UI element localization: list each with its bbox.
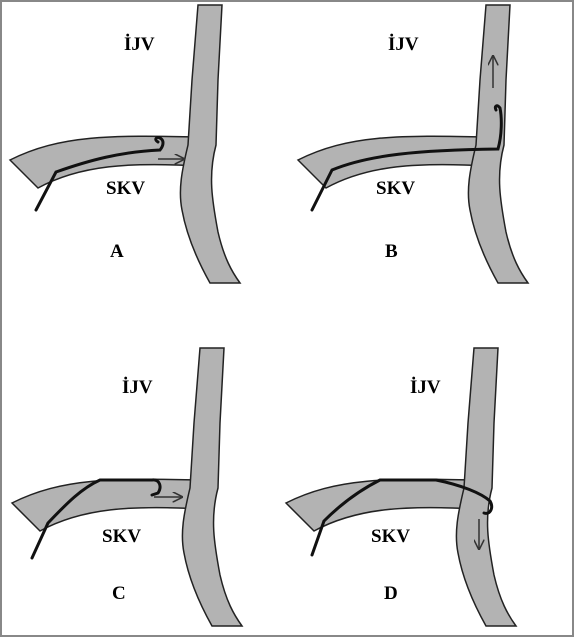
ijv-label: İJV (124, 34, 155, 55)
ijv-label: İJV (122, 377, 153, 398)
skv-label: SKV (106, 178, 145, 199)
skv-label: SKV (102, 526, 141, 547)
skv-label: SKV (376, 178, 415, 199)
panel-label: D (384, 583, 398, 604)
ijv-label: İJV (410, 377, 441, 398)
skv-label: SKV (371, 526, 410, 547)
panel-label: A (110, 241, 124, 262)
ijv-label: İJV (388, 34, 419, 55)
panel-label: C (112, 583, 126, 604)
panel-label: B (385, 241, 398, 262)
